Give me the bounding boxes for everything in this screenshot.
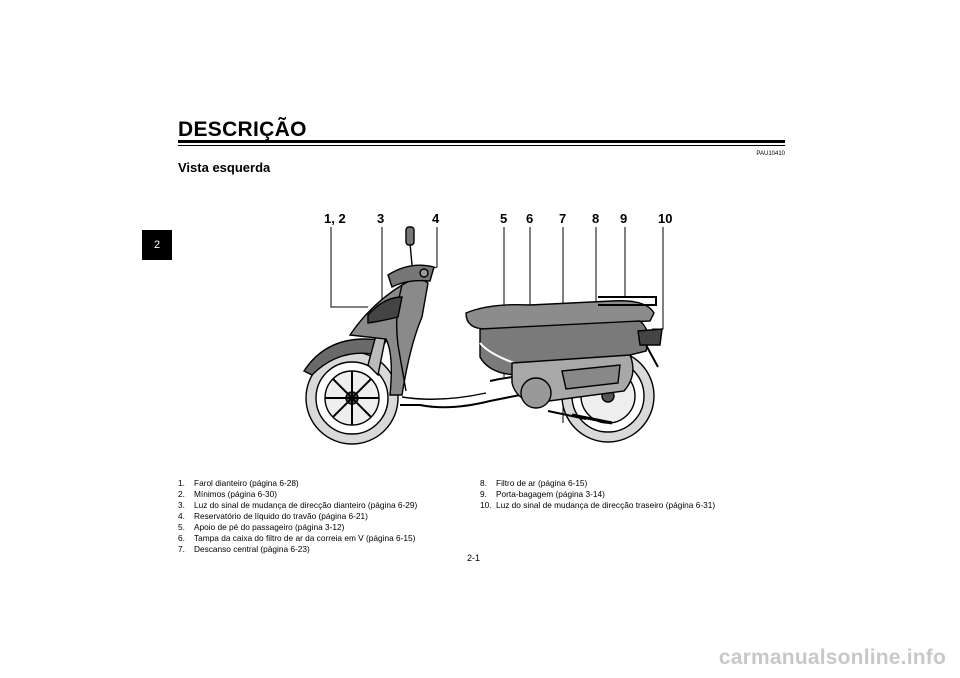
legend-item: 6.Tampa da caixa do filtro de ar da corr… — [178, 533, 416, 543]
callout-10: 10 — [658, 211, 672, 226]
title-rule-thick — [178, 140, 785, 143]
legend-item: 3.Luz do sinal de mudança de direcção di… — [178, 500, 418, 510]
section-title: Vista esquerda — [178, 160, 271, 175]
legend-item: 2.Mínimos (página 6-30) — [178, 489, 278, 499]
callout-1-2: 1, 2 — [324, 211, 346, 226]
legend-item: 10.Luz do sinal de mudança de direcção t… — [480, 500, 716, 510]
legend-item: 8.Filtro de ar (página 6-15) — [480, 478, 588, 488]
legend-item: 7.Descanso central (página 6-23) — [178, 544, 310, 554]
legend-item: 5.Apoio de pé do passageiro (página 3-12… — [178, 522, 345, 532]
callout-3: 3 — [377, 211, 384, 226]
legend-item: 9.Porta-bagagem (página 3-14) — [480, 489, 605, 499]
callout-9: 9 — [620, 211, 627, 226]
chapter-tab: 2 — [142, 230, 172, 260]
callout-4: 4 — [432, 211, 440, 226]
watermark: carmanualsonline.info — [718, 646, 946, 669]
title-rule-thin — [178, 145, 785, 146]
scooter-left-view-illustration: 1, 2 3 4 5 6 7 8 9 10 — [302, 211, 672, 445]
legend-left-column: 1.Farol dianteiro (página 6-28) 2.Mínimo… — [178, 478, 417, 555]
callout-6: 6 — [526, 211, 533, 226]
page-title: DESCRIÇÃO — [178, 118, 307, 141]
page-number: 2-1 — [467, 553, 481, 563]
document-code: PAU10410 — [756, 151, 785, 157]
scooter-drawing — [302, 226, 663, 445]
legend-right-column: 8.Filtro de ar (página 6-15) 9.Porta-bag… — [480, 478, 715, 511]
legend-item: 4.Reservatório de líquido do travão (pág… — [178, 511, 368, 521]
legend-item: 1.Farol dianteiro (página 6-28) — [178, 478, 299, 488]
callout-7: 7 — [559, 211, 566, 226]
callout-5: 5 — [500, 211, 507, 226]
callout-8: 8 — [592, 211, 599, 226]
